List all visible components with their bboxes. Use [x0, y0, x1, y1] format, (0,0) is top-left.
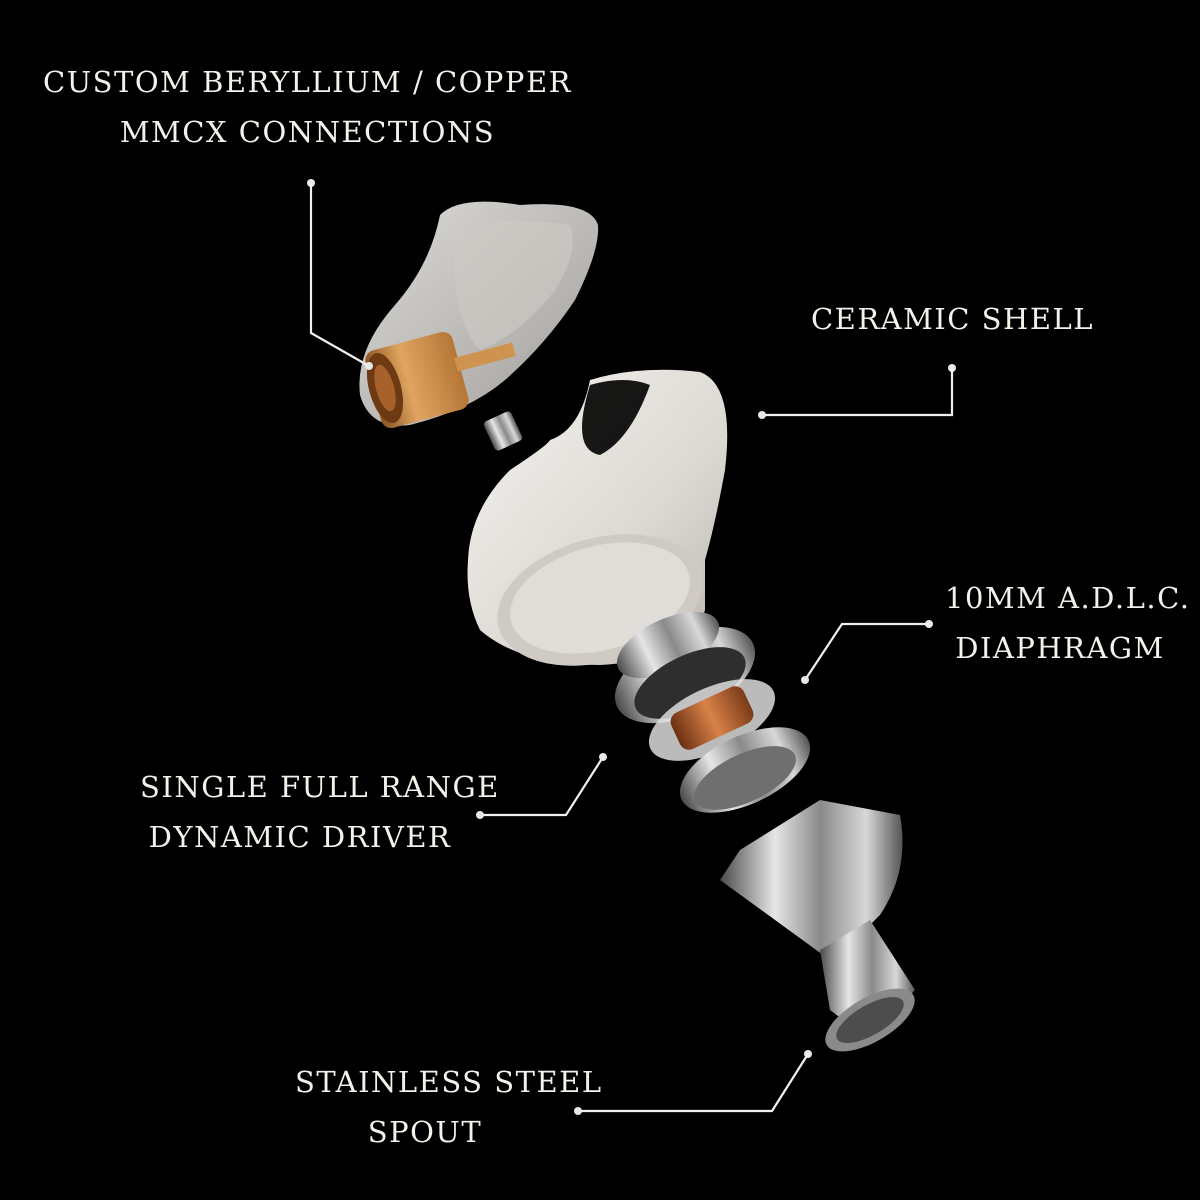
label-line: STAINLESS STEEL: [295, 1065, 603, 1099]
callout-shell-label: CERAMIC SHELL: [800, 294, 1105, 344]
callout-line-diaphragm: [801, 620, 933, 684]
label-line: SPOUT: [367, 1115, 483, 1149]
callout-driver-label: SINGLE FULL RANGE DYNAMIC DRIVER: [140, 762, 500, 862]
callout-line-spout: [574, 1050, 812, 1115]
mmcx-connector: [365, 331, 516, 429]
callout-diaphragm-label: 10MM A.D.L.C. DIAPHRAGM: [945, 573, 1191, 673]
label-line: SINGLE FULL RANGE: [140, 770, 500, 804]
label-line: DYNAMIC DRIVER: [148, 820, 452, 854]
callout-line-driver: [476, 753, 607, 819]
callout-mmcx-label: CUSTOM BERYLLIUM / COPPER MMCX CONNECTIO…: [30, 57, 585, 157]
callout-spout-label: STAINLESS STEEL SPOUT: [295, 1057, 603, 1157]
stainless-spout: [720, 800, 915, 1052]
voice-coil: [648, 679, 776, 761]
label-line: CERAMIC SHELL: [810, 302, 1095, 336]
label-line: DIAPHRAGM: [955, 631, 1165, 665]
label-line: CUSTOM BERYLLIUM / COPPER: [43, 65, 572, 99]
label-line: 10MM A.D.L.C.: [945, 581, 1191, 615]
label-line: MMCX CONNECTIONS: [119, 115, 496, 149]
callout-line-mmcx: [307, 179, 373, 370]
callout-line-shell: [758, 364, 956, 419]
driver-back-ring: [679, 727, 811, 813]
small-sleeve: [483, 411, 523, 451]
